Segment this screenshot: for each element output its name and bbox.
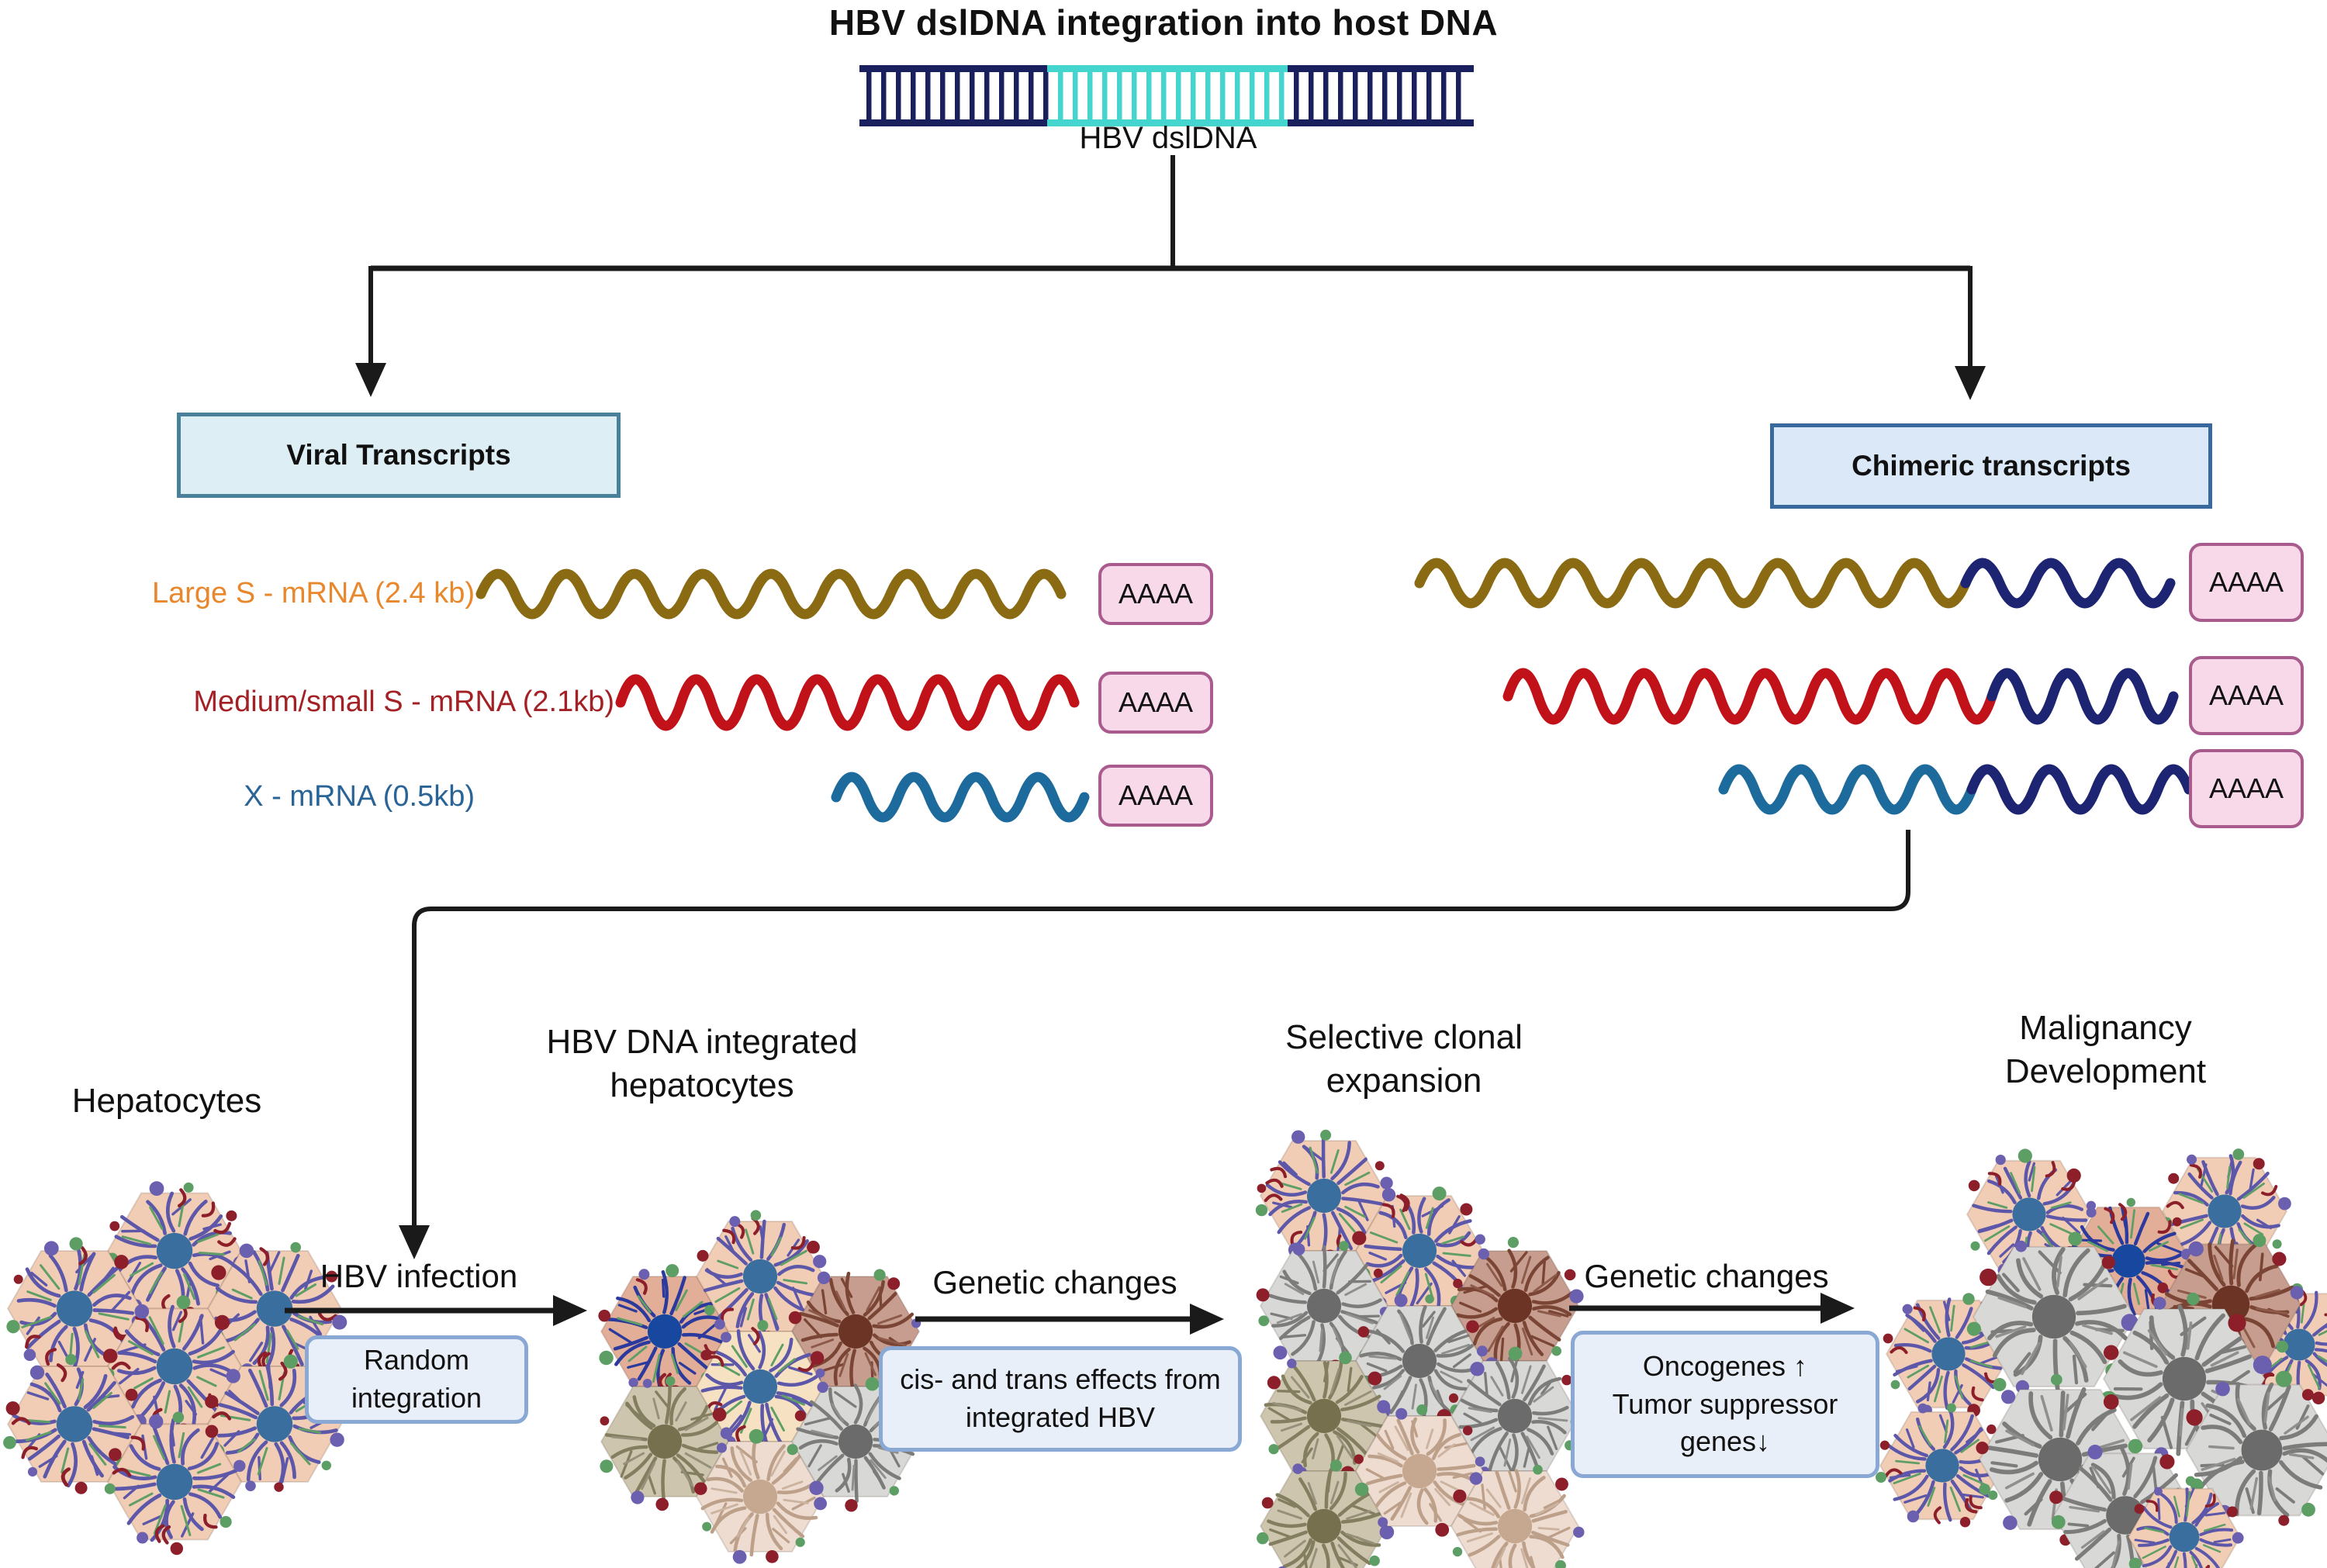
polya-tag: AAAA [1098,765,1213,827]
chimeric-transcripts-label: Chimeric transcripts [1852,450,2131,482]
stage-title-hepatocytes: Hepatocytes [71,1082,262,1120]
mrna-wave [831,772,1090,823]
viral-transcripts-label: Viral Transcripts [286,439,511,471]
mrna-wave [1718,764,1977,815]
mrna-wave [615,674,1080,731]
mrna-wave [1960,558,2176,609]
chimeric-to-infection-connector [412,830,1910,1227]
hepatocyte-cell-normal [695,1210,827,1342]
figure-title: HBV dslDNA integration into host DNA [828,2,1499,43]
arrowhead-down [355,363,386,397]
arrowhead-down [399,1225,430,1259]
dna-label: HBV dslDNA [1079,121,1257,155]
mrna-wave [1986,668,2179,725]
hepatocyte-cell-normal [2127,1476,2244,1568]
cis-trans-effects-text: cis- and trans effects from integrated H… [900,1363,1221,1433]
mrna-wave [1414,558,1971,609]
arrowhead-right [1820,1293,1855,1324]
stage-title-clonal-expansion: Selective clonal expansion [1285,1018,1523,1100]
tumor-suppressor-line: Tumor suppressor genes↓ [1612,1387,1838,1458]
stage-title-malignancy: Malignancy Development [2004,1009,2207,1091]
polya-tag: AAAA [1098,563,1213,625]
arrow-label-genetic-changes-1: Genetic changes [932,1264,1177,1300]
oncogenes-line: Oncogenes ↑ [1642,1350,1808,1383]
arrowhead-down [1955,366,1986,400]
arrowhead-right [1190,1304,1224,1335]
stage-title-integrated: HBV DNA integrated hepatocytes [546,1023,858,1105]
hepatocyte-cell-olive [1257,1459,1395,1568]
arrow-label-hbv-infection: HBV infection [320,1258,518,1294]
arrow-label-genetic-changes-2: Genetic changes [1584,1258,1829,1294]
cluster-hbv-integrated [598,1210,926,1564]
mrna-wave [1966,764,2194,815]
hepatocyte-cell-infected [598,1264,731,1398]
arrowhead-right [553,1295,587,1326]
cluster-clonal-expansion [1255,1129,1585,1568]
hepatocyte-cell-normal [1876,1403,2007,1528]
polya-tag: AAAA [2189,656,2304,735]
mrna-label-medium-small-s: Medium/small S - mRNA (2.1kb) [193,686,614,718]
cluster-hepatocytes [3,1181,347,1556]
hepatocyte-cell-normal [3,1353,145,1494]
polya-tag: AAAA [1098,672,1213,734]
oncogenes-box: Oncogenes ↑ Tumor suppressor genes↓ [1571,1331,1879,1478]
mrna-wave [475,568,1067,620]
hepatocyte-cell-normal [104,1411,246,1556]
mrna-label-large-s: Large S - mRNA (2.4 kb) [151,577,475,610]
polya-tag: AAAA [2189,749,2304,828]
mrna-label-x: X - mRNA (0.5kb) [244,780,475,813]
viral-transcripts-box: Viral Transcripts [177,413,621,498]
hepatocyte-cell-gray [1448,1346,1583,1486]
dna-ladder [859,65,1474,126]
hepatocyte-cell-maroon [1447,1236,1584,1377]
hepatocyte-cell-normal [6,1237,143,1383]
random-integration-box: Random integration [305,1335,528,1424]
polya-tag: AAAA [2189,543,2304,622]
hepatocyte-cell-gray [1966,1231,2139,1402]
cis-trans-effects-box: cis- and trans effects from integrated H… [879,1346,1242,1452]
random-integration-text: Random integration [351,1344,482,1414]
mrna-wave [1502,668,1997,725]
hepatocyte-cell-olive [600,1376,733,1511]
hepatocyte-cell-normal [1352,1186,1485,1318]
cluster-malignancy [1876,1148,2327,1568]
chimeric-transcripts-box: Chimeric transcripts [1770,423,2212,509]
hepatocyte-cell-gray [1354,1293,1488,1424]
hepatocyte-cell-cream [694,1428,827,1564]
hepatocyte-cell-cream [1450,1464,1585,1568]
